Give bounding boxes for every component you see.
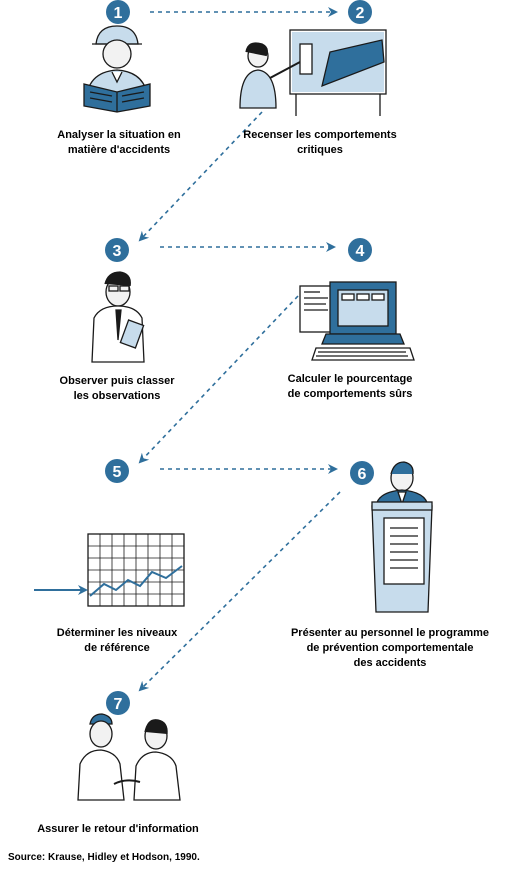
step-number: 7 [114,696,123,713]
step-badge-4: 4 [348,238,372,262]
connector-4-5 [138,295,299,464]
step-badge-2: 2 [348,0,372,24]
step-number: 5 [113,464,122,481]
connector-2-3 [138,111,263,242]
connectors [138,7,341,692]
step-number: 1 [114,5,123,22]
step-label-2: Recenser les comportements critiques [243,129,397,156]
connector-6-7 [138,491,341,692]
speaker-podium-icon [371,461,433,613]
step-badge-3: 3 [105,238,129,262]
worker-reading-icon [83,25,151,113]
step-badge-5: 5 [105,459,129,483]
step-label-5: Déterminer les niveaux de référence [56,627,178,654]
step-badge-6: 6 [350,461,374,485]
step-number: 4 [356,243,365,260]
step-number: 3 [113,243,122,260]
step-label-3: Observer puis classer les observations [59,375,175,402]
step-label-4: Calculer le pourcentage de comportements… [287,373,413,400]
step-number: 6 [358,466,367,483]
step-badge-7: 7 [106,691,130,715]
computer-icon [299,281,415,361]
step-number: 2 [356,5,365,22]
source-citation: Source: Krause, Hidley et Hodson, 1990. [8,852,200,863]
observer-clipboard-icon [91,271,145,363]
baseline-chart-icon [34,533,185,607]
step-badge-1: 1 [106,0,130,24]
step-label-1: Analyser la situation en matière d'accid… [57,129,181,156]
step-label-7: Assurer le retour d'information [37,823,199,835]
two-people-feedback-icon [77,713,181,801]
presenter-board-icon [239,29,387,116]
step-label-6: Présenter au personnel le programme de p… [290,627,490,669]
